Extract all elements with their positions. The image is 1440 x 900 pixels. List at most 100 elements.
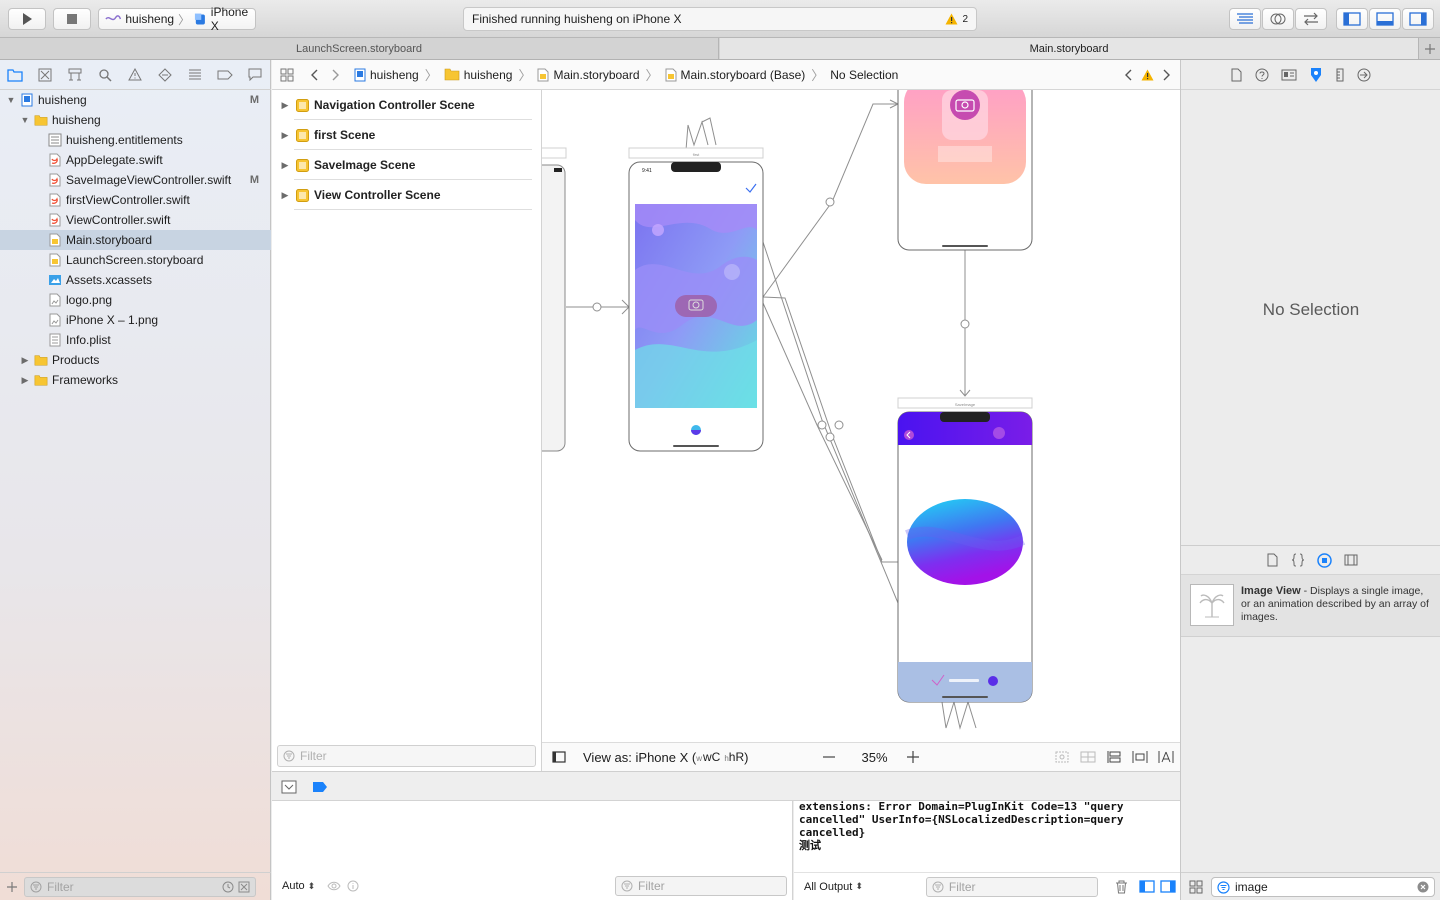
toggle-navigator-button[interactable] bbox=[1336, 8, 1368, 30]
object-library-icon[interactable] bbox=[1316, 552, 1332, 568]
recent-files-icon[interactable] bbox=[222, 881, 234, 893]
help-icon[interactable] bbox=[1255, 68, 1269, 82]
file-tree-item[interactable]: logo.png bbox=[0, 290, 271, 310]
file-tree-item[interactable]: LaunchScreen.storyboard bbox=[0, 250, 271, 270]
new-tab-button[interactable] bbox=[1418, 38, 1440, 59]
library-item-image-view[interactable]: Image View - Displays a single image, or… bbox=[1181, 575, 1440, 637]
outline-scene-item[interactable]: ▶View Controller Scene bbox=[272, 180, 542, 210]
auto-scope-selector[interactable]: Auto bbox=[282, 880, 305, 892]
library-search-field[interactable]: image bbox=[1211, 877, 1435, 897]
update-frames-icon[interactable] bbox=[1080, 750, 1096, 764]
identity-inspector-icon[interactable] bbox=[1281, 68, 1297, 82]
hide-debug-area-icon[interactable] bbox=[281, 780, 297, 794]
console-view[interactable]: extensions: Error Domain=PlugInKit Code=… bbox=[794, 800, 1180, 900]
add-icon[interactable] bbox=[6, 881, 18, 893]
file-tree-item[interactable]: ▼huisheng bbox=[0, 110, 271, 130]
next-issue-icon[interactable] bbox=[1160, 68, 1172, 82]
media-library-icon[interactable] bbox=[1344, 553, 1358, 567]
source-control-tab[interactable] bbox=[36, 66, 54, 84]
disclosure-collapsed-icon[interactable]: ▶ bbox=[281, 129, 289, 140]
disclosure-expanded-icon[interactable]: ▼ bbox=[6, 95, 16, 105]
stop-button[interactable] bbox=[53, 8, 91, 30]
warning-indicator[interactable]: 2 bbox=[945, 13, 968, 25]
scheme-selector[interactable]: huisheng 〉 iPhone X bbox=[98, 5, 256, 33]
saveimage-scene-device[interactable]: SaveImage bbox=[897, 397, 1033, 703]
view-as-device[interactable]: View as: iPhone X ( w wC h hR ) bbox=[583, 750, 748, 765]
align-icon[interactable] bbox=[1132, 750, 1148, 764]
file-tree-item[interactable]: ▶Products bbox=[0, 350, 271, 370]
navigation-controller-scene[interactable] bbox=[542, 147, 567, 452]
project-navigator-tab[interactable] bbox=[6, 66, 24, 84]
breakpoint-navigator-tab[interactable] bbox=[216, 66, 234, 84]
file-tree-item[interactable]: AppDelegate.swift bbox=[0, 150, 271, 170]
debug-navigator-tab[interactable] bbox=[186, 66, 204, 84]
pin-icon[interactable] bbox=[1158, 750, 1174, 764]
previous-issue-icon[interactable] bbox=[1123, 68, 1135, 82]
zoom-out-icon[interactable] bbox=[822, 750, 836, 764]
run-button[interactable] bbox=[8, 8, 46, 30]
split-right-icon[interactable] bbox=[1160, 880, 1176, 893]
size-inspector-icon[interactable] bbox=[1335, 68, 1345, 82]
breadcrumb-selection[interactable]: No Selection bbox=[830, 68, 898, 82]
disclosure-collapsed-icon[interactable]: ▶ bbox=[281, 99, 289, 110]
symbol-navigator-tab[interactable] bbox=[66, 66, 84, 84]
issue-navigator-tab[interactable] bbox=[126, 66, 144, 84]
trash-icon[interactable] bbox=[1115, 880, 1128, 894]
disclosure-collapsed-icon[interactable]: ▶ bbox=[21, 354, 29, 365]
attributes-inspector-icon[interactable] bbox=[1309, 67, 1323, 83]
breadcrumb-project[interactable]: huisheng bbox=[354, 68, 419, 82]
file-tree-item[interactable]: Assets.xcassets bbox=[0, 270, 271, 290]
file-tree-item[interactable]: huisheng.entitlements bbox=[0, 130, 271, 150]
outline-scene-item[interactable]: ▶first Scene bbox=[272, 120, 542, 150]
file-tree-item[interactable]: ViewController.swift bbox=[0, 210, 271, 230]
disclosure-collapsed-icon[interactable]: ▶ bbox=[281, 189, 289, 200]
file-tree-item[interactable]: iPhone X – 1.png bbox=[0, 310, 271, 330]
outline-scene-item[interactable]: ▶SaveImage Scene bbox=[272, 150, 542, 180]
toggle-debug-area-button[interactable] bbox=[1369, 8, 1401, 30]
test-navigator-tab[interactable] bbox=[156, 66, 174, 84]
storyboard-canvas[interactable]: first 9:41 bbox=[542, 90, 1180, 742]
eye-icon[interactable] bbox=[327, 880, 341, 892]
info-icon[interactable] bbox=[347, 880, 359, 892]
standard-editor-button[interactable] bbox=[1229, 8, 1261, 30]
source-control-filter-icon[interactable] bbox=[238, 881, 250, 893]
breadcrumb-file[interactable]: Main.storyboard bbox=[537, 68, 640, 82]
clear-search-icon[interactable] bbox=[1417, 881, 1429, 893]
report-navigator-tab[interactable] bbox=[246, 66, 264, 84]
view-controller-scene-device[interactable] bbox=[897, 90, 1033, 251]
disclosure-collapsed-icon[interactable]: ▶ bbox=[281, 159, 289, 170]
assistant-editor-button[interactable] bbox=[1262, 8, 1294, 30]
breakpoints-toggle-icon[interactable] bbox=[312, 781, 328, 793]
outline-filter-input[interactable]: Filter bbox=[277, 745, 536, 767]
navigator-filter-input[interactable]: Filter bbox=[24, 876, 256, 897]
embed-in-icon[interactable] bbox=[1054, 750, 1070, 764]
forward-chevron-icon[interactable] bbox=[328, 68, 342, 82]
split-left-icon[interactable] bbox=[1139, 880, 1155, 893]
related-items-icon[interactable] bbox=[280, 68, 294, 82]
warning-icon[interactable] bbox=[1141, 69, 1154, 81]
stack-icon[interactable] bbox=[1106, 750, 1122, 764]
disclosure-collapsed-icon[interactable]: ▶ bbox=[21, 374, 29, 385]
disclosure-expanded-icon[interactable]: ▼ bbox=[20, 115, 30, 125]
file-tree-item[interactable]: Main.storyboard bbox=[0, 230, 271, 250]
back-chevron-icon[interactable] bbox=[308, 68, 322, 82]
breadcrumb-localization[interactable]: Main.storyboard (Base) bbox=[665, 68, 805, 82]
file-tree-item[interactable]: firstViewController.swift bbox=[0, 190, 271, 210]
file-tree-item[interactable]: ▶Frameworks bbox=[0, 370, 271, 390]
tab-main-storyboard[interactable]: Main.storyboard bbox=[720, 38, 1418, 59]
console-filter-input[interactable]: Filter bbox=[925, 876, 1098, 897]
grid-view-icon[interactable] bbox=[1189, 880, 1203, 894]
breadcrumb-group[interactable]: huisheng bbox=[444, 68, 512, 82]
find-navigator-tab[interactable] bbox=[96, 66, 114, 84]
connections-inspector-icon[interactable] bbox=[1357, 68, 1371, 82]
tab-launchscreen[interactable]: LaunchScreen.storyboard bbox=[0, 38, 719, 59]
toggle-inspector-button[interactable] bbox=[1402, 8, 1434, 30]
activity-viewer[interactable]: Finished running huisheng on iPhone X 2 bbox=[463, 7, 977, 31]
file-template-icon[interactable] bbox=[1265, 553, 1279, 567]
variables-filter-input[interactable]: Filter bbox=[615, 876, 787, 896]
code-snippet-icon[interactable] bbox=[1291, 553, 1305, 567]
file-inspector-icon[interactable] bbox=[1229, 68, 1243, 82]
file-tree-item[interactable]: Info.plist bbox=[0, 330, 271, 350]
